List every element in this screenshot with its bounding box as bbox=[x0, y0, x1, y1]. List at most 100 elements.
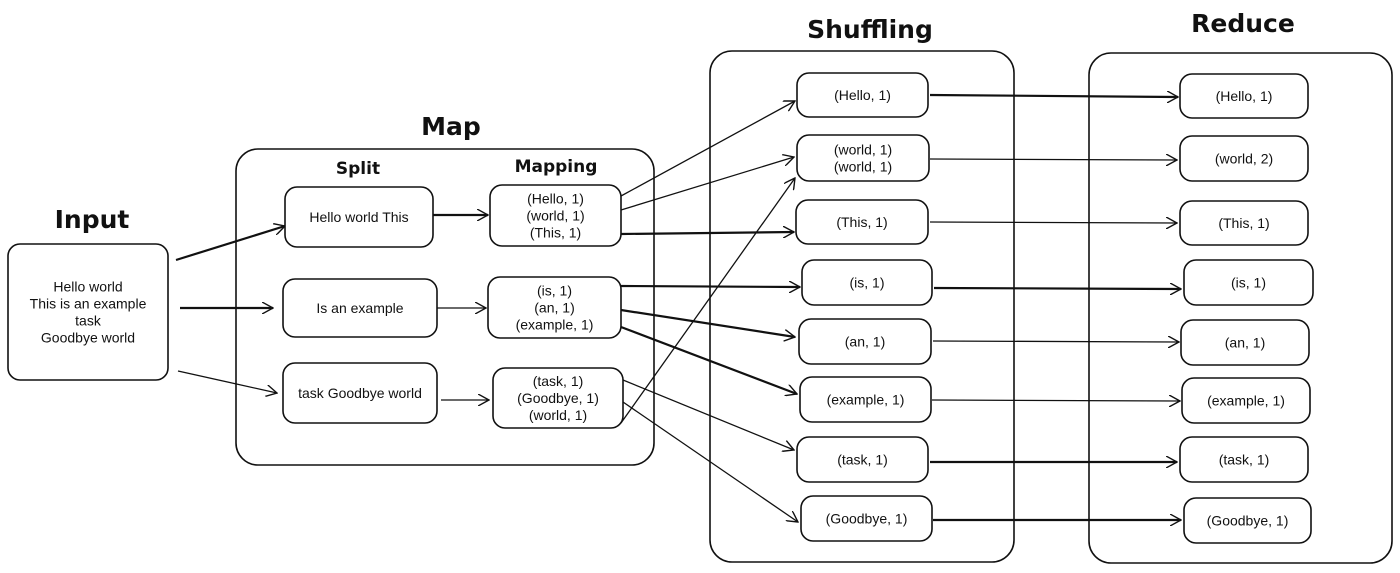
shuffle-node-an: (an, 1) bbox=[798, 318, 932, 365]
split-node-1-text: Hello world This bbox=[309, 209, 408, 225]
shuffle-node-task: (task, 1) bbox=[796, 436, 929, 483]
mapping-node-3-text: (task, 1) bbox=[533, 373, 584, 389]
mapping-node-2: (is, 1)(an, 1)(example, 1) bbox=[487, 276, 622, 339]
input-node-box bbox=[7, 243, 169, 381]
mapping-node-3-box bbox=[492, 367, 624, 429]
shuffle-node-hello-box bbox=[796, 72, 929, 118]
shuffling-heading: Shuffling bbox=[807, 15, 933, 44]
input-heading: Input bbox=[55, 205, 130, 234]
edge-input-to-split-1 bbox=[175, 226, 285, 262]
reduce-node-hello-text: (Hello, 1) bbox=[1216, 88, 1273, 104]
split-node-1: Hello world This bbox=[284, 186, 434, 248]
mapping-node-2-text: (is, 1) bbox=[537, 283, 572, 299]
edge-mapping-to-shuffle-task bbox=[622, 379, 794, 450]
shuffle-node-world-text: (world, 1) bbox=[834, 142, 892, 158]
reduce-node-world-text: (world, 2) bbox=[1215, 151, 1273, 167]
split-node-1-box bbox=[284, 186, 434, 248]
shuffle-node-task-text: (task, 1) bbox=[837, 452, 888, 468]
reduce-node-example-box bbox=[1181, 377, 1311, 424]
mapping-node-1-text: (Hello, 1) bbox=[527, 191, 584, 207]
edge-mapping-to-shuffle-this bbox=[620, 232, 794, 234]
edge-mapping-to-shuffle-hello bbox=[620, 101, 795, 197]
shuffle-node-hello: (Hello, 1) bbox=[796, 72, 929, 118]
reduce-node-goodbye-box bbox=[1183, 497, 1312, 544]
input-node-text: task bbox=[75, 313, 102, 329]
reduce-node-is: (is, 1) bbox=[1183, 259, 1314, 306]
reduce-node-task-box bbox=[1179, 436, 1309, 483]
mapping-node-1-text: (world, 1) bbox=[526, 208, 584, 224]
split-node-2-box bbox=[282, 278, 438, 338]
input-node-text: Goodbye world bbox=[41, 330, 135, 346]
shuffle-node-world: (world, 1)(world, 1) bbox=[796, 134, 930, 182]
reduce-node-an-text: (an, 1) bbox=[1225, 335, 1265, 351]
mapping-node-2-text: (an, 1) bbox=[534, 300, 574, 316]
input-node-text: This is an example bbox=[30, 296, 147, 312]
input-node-text: Hello world bbox=[53, 279, 122, 295]
split-node-3: task Goodbye world bbox=[282, 362, 438, 424]
shuffle-node-goodbye-box bbox=[800, 495, 933, 542]
edge-input-to-split-3 bbox=[177, 370, 277, 393]
reduce-node-example-text: (example, 1) bbox=[1207, 393, 1285, 409]
shuffle-node-this-text: (This, 1) bbox=[836, 214, 887, 230]
reduce-node-an-box bbox=[1180, 319, 1310, 366]
mapping-heading: Mapping bbox=[515, 157, 598, 177]
split-node-2-text: Is an example bbox=[316, 300, 403, 316]
edge-mapping-to-shuffle-is bbox=[620, 286, 800, 287]
mapping-node-1-text: (This, 1) bbox=[530, 225, 581, 241]
shuffle-node-example-box bbox=[799, 376, 932, 423]
shuffle-node-this: (This, 1) bbox=[795, 199, 929, 245]
mapping-node-1-box bbox=[489, 184, 622, 247]
reduce-node-hello: (Hello, 1) bbox=[1179, 73, 1309, 119]
shuffling-stage-frame bbox=[709, 50, 1015, 563]
reduce-stage-frame bbox=[1088, 52, 1393, 564]
split-node-3-box bbox=[282, 362, 438, 424]
reduce-node-task-text: (task, 1) bbox=[1219, 452, 1270, 468]
edge-shuffle-to-reduce-hello bbox=[929, 95, 1178, 97]
shuffle-node-is: (is, 1) bbox=[801, 259, 933, 306]
shuffle-node-is-box bbox=[801, 259, 933, 306]
reduce-node-task: (task, 1) bbox=[1179, 436, 1309, 483]
mapping-node-3: (task, 1)(Goodbye, 1)(world, 1) bbox=[492, 367, 624, 429]
reduce-node-goodbye: (Goodbye, 1) bbox=[1183, 497, 1312, 544]
edge-shuffle-to-reduce-is bbox=[933, 288, 1181, 289]
shuffle-node-goodbye: (Goodbye, 1) bbox=[800, 495, 933, 542]
shuffle-node-world-text: (world, 1) bbox=[834, 159, 892, 175]
shuffle-node-world-box bbox=[796, 134, 930, 182]
shuffle-node-example-text: (example, 1) bbox=[827, 392, 905, 408]
reduce-node-goodbye-text: (Goodbye, 1) bbox=[1207, 513, 1289, 529]
shuffle-node-task-box bbox=[796, 436, 929, 483]
mapping-node-1: (Hello, 1)(world, 1)(This, 1) bbox=[489, 184, 622, 247]
shuffle-node-example: (example, 1) bbox=[799, 376, 932, 423]
map-heading: Map bbox=[421, 112, 481, 141]
edge-mapping-to-shuffle-example bbox=[620, 325, 797, 394]
edge-shuffle-to-reduce-world bbox=[929, 159, 1177, 160]
shuffle-node-hello-text: (Hello, 1) bbox=[834, 87, 891, 103]
mapping-node-3-text: (world, 1) bbox=[529, 407, 587, 423]
reduce-node-is-text: (is, 1) bbox=[1231, 275, 1266, 291]
edge-mapping-to-shuffle-an bbox=[620, 308, 795, 337]
reduce-node-hello-box bbox=[1179, 73, 1309, 119]
reduce-node-world-box bbox=[1179, 135, 1309, 182]
shuffle-node-this-box bbox=[795, 199, 929, 245]
reduce-heading: Reduce bbox=[1191, 9, 1295, 38]
reduce-node-is-box bbox=[1183, 259, 1314, 306]
split-heading: Split bbox=[336, 159, 380, 179]
split-node-3-text: task Goodbye world bbox=[298, 385, 422, 401]
mapping-node-2-text: (example, 1) bbox=[516, 317, 594, 333]
edge-shuffle-to-reduce-this bbox=[929, 222, 1177, 223]
edge-mapping-to-shuffle-world-b bbox=[620, 178, 795, 424]
edge-mapping-to-shuffle-goodbye bbox=[622, 401, 798, 522]
split-node-2: Is an example bbox=[282, 278, 438, 338]
edge-shuffle-to-reduce-an bbox=[932, 341, 1179, 342]
shuffle-node-an-text: (an, 1) bbox=[845, 334, 885, 350]
mapping-node-2-box bbox=[487, 276, 622, 339]
reduce-node-this-box bbox=[1179, 200, 1309, 246]
reduce-node-example: (example, 1) bbox=[1181, 377, 1311, 424]
edge-mapping-to-shuffle-world-a bbox=[620, 157, 794, 211]
reduce-node-this-text: (This, 1) bbox=[1218, 215, 1269, 231]
shuffle-node-goodbye-text: (Goodbye, 1) bbox=[826, 511, 908, 527]
shuffle-node-an-box bbox=[798, 318, 932, 365]
